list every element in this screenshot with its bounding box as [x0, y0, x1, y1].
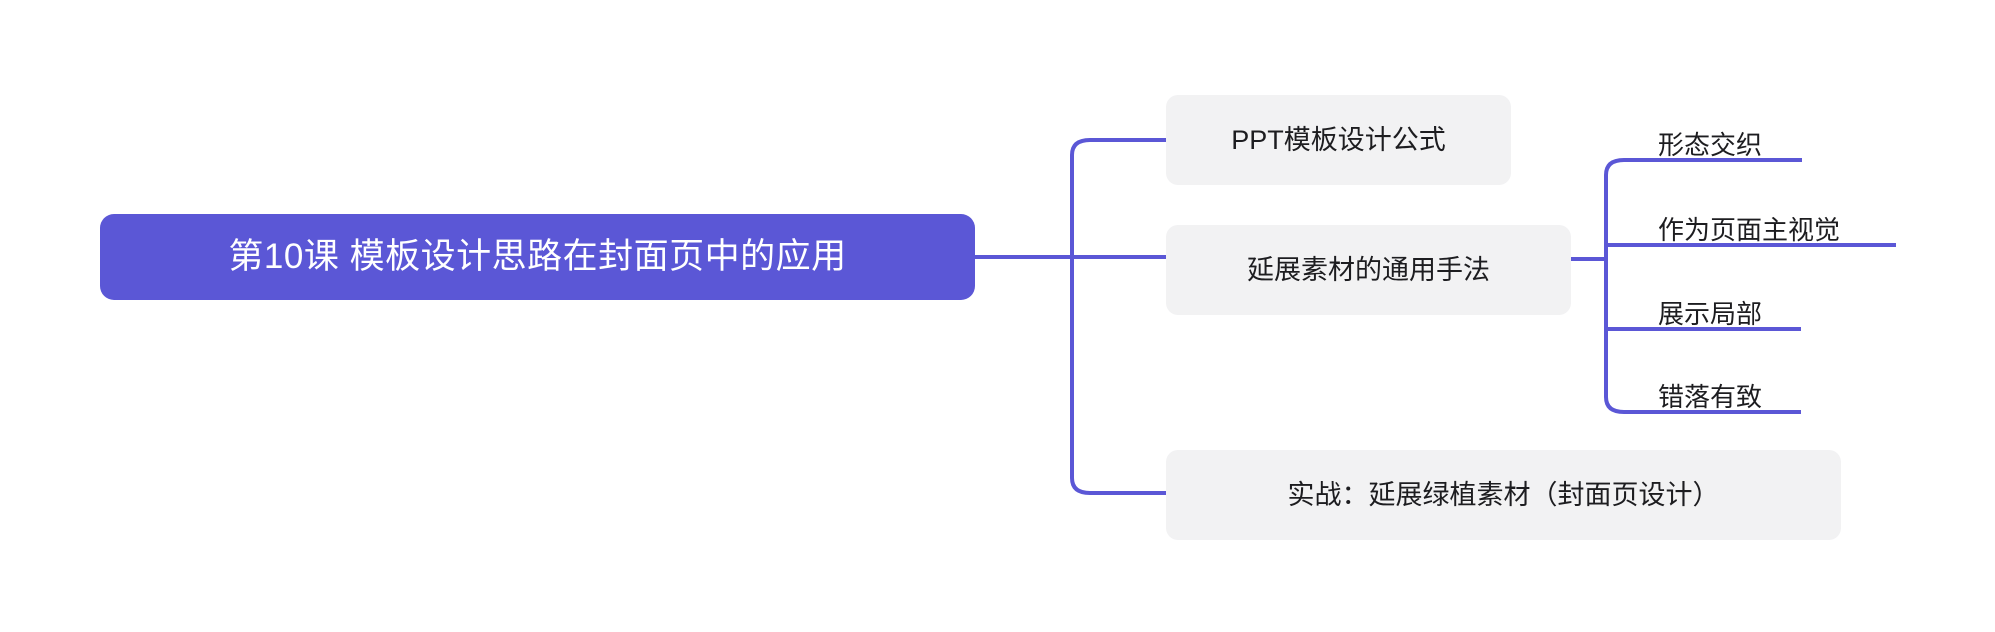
- leaf-node-partial[interactable]: 展示局部: [1606, 274, 1803, 330]
- root-node[interactable]: 第10课 模板设计思路在封面页中的应用: [100, 214, 975, 300]
- branch-node-label: 实战：延展绿植素材（封面页设计）: [1287, 479, 1720, 510]
- branch-node-method[interactable]: 延展素材的通用手法: [1166, 225, 1571, 315]
- leaf-node-mainvisual[interactable]: 作为页面主视觉: [1606, 190, 1898, 246]
- connector-to-practice: [1070, 470, 1166, 495]
- leaf-node-interweave[interactable]: 形态交织: [1606, 105, 1806, 161]
- leaf-node-label: 作为页面主视觉: [1658, 214, 1841, 245]
- root-node-label: 第10课 模板设计思路在封面页中的应用: [228, 236, 847, 276]
- connector-to-formula: [1070, 138, 1166, 160]
- branch-node-label: PPT模板设计公式: [1231, 124, 1446, 155]
- branch-node-label: 延展素材的通用手法: [1247, 254, 1490, 285]
- leaf-node-label: 展示局部: [1658, 298, 1763, 329]
- connector-to-interweave: [1604, 158, 1802, 180]
- leaf-node-scattered[interactable]: 错落有致: [1606, 357, 1803, 413]
- branch-node-practice[interactable]: 实战：延展绿植素材（封面页设计）: [1166, 450, 1841, 540]
- branch-node-formula[interactable]: PPT模板设计公式: [1166, 95, 1511, 185]
- leaf-node-label: 形态交织: [1658, 129, 1763, 160]
- leaf-node-label: 错落有致: [1658, 381, 1763, 412]
